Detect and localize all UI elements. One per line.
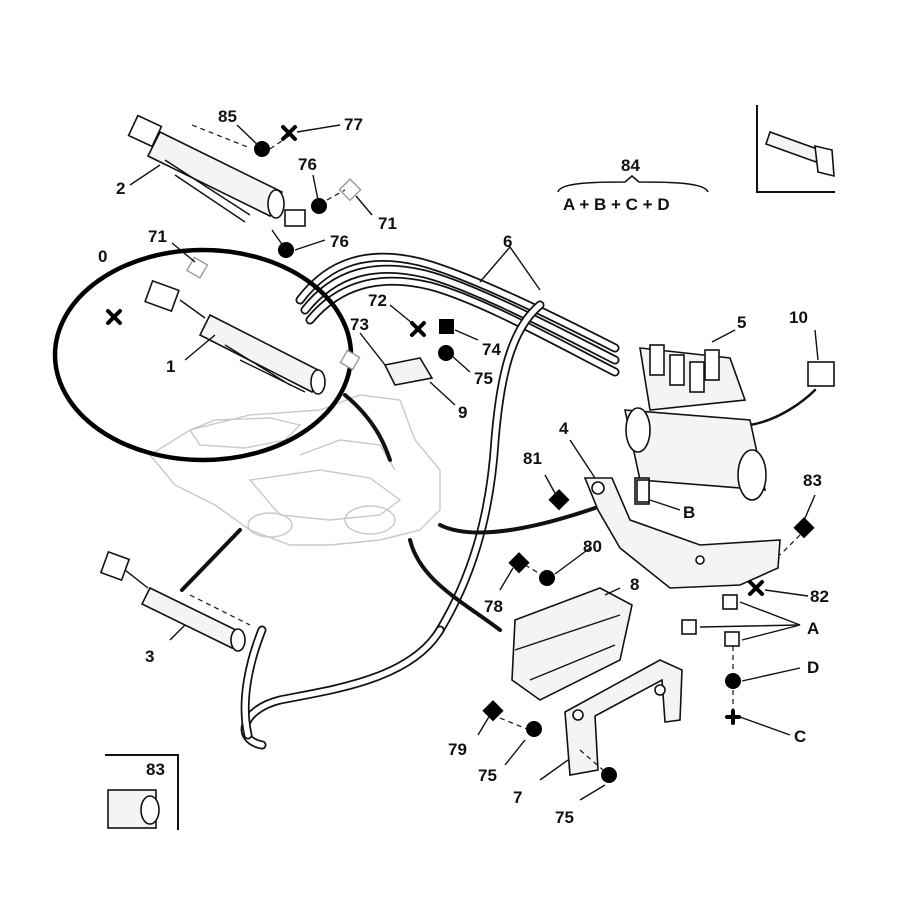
symbol-crosses xyxy=(106,125,764,725)
callout-81: 81 xyxy=(523,449,542,468)
callout-75-lower-left: 75 xyxy=(478,766,497,785)
cylinder-1 xyxy=(144,279,326,395)
callout-84: 84 xyxy=(621,156,640,175)
callout-A: A xyxy=(807,619,819,638)
symbol-dots xyxy=(254,141,741,783)
callout-3: 3 xyxy=(145,647,154,666)
callout-83-right: 83 xyxy=(803,471,822,490)
inset-bolt-top-right xyxy=(756,105,835,193)
callout-83-inset: 83 xyxy=(146,760,165,779)
callout-76-top: 76 xyxy=(298,155,317,174)
callout-72: 72 xyxy=(368,291,387,310)
callout-1: 1 xyxy=(166,357,175,376)
stud-B xyxy=(636,479,650,503)
pump-unit-5 xyxy=(623,344,767,501)
callout-D: D xyxy=(807,658,819,677)
electrical-wires xyxy=(180,388,817,632)
fasteners-A xyxy=(681,594,740,647)
callout-80: 80 xyxy=(583,537,602,556)
callout-B: B xyxy=(683,503,695,522)
bracket-9 xyxy=(383,357,434,386)
car-body-outline xyxy=(148,394,441,546)
cylinder-2 xyxy=(127,114,306,227)
connector-10 xyxy=(807,361,835,387)
callout-77: 77 xyxy=(344,115,363,134)
callout-73: 73 xyxy=(350,315,369,334)
callout-79: 79 xyxy=(448,740,467,759)
control-module-8 xyxy=(511,587,633,701)
callout-C: C xyxy=(794,727,806,746)
callout-78: 78 xyxy=(484,597,503,616)
brace-84 xyxy=(557,174,709,193)
callout-5: 5 xyxy=(737,313,746,332)
callout-75-upper: 75 xyxy=(474,369,493,388)
symbol-hollow-squares xyxy=(185,178,362,371)
callout-9: 9 xyxy=(458,403,467,422)
callout-10: 10 xyxy=(789,308,808,327)
bracket-7 xyxy=(564,659,683,776)
callout-8: 8 xyxy=(630,575,639,594)
callout-74: 74 xyxy=(482,340,501,359)
callout-0-cut: 0 xyxy=(98,247,107,266)
callout-75-bottom: 75 xyxy=(555,808,574,827)
callout-71-left: 71 xyxy=(148,227,167,246)
callout-82: 82 xyxy=(810,587,829,606)
highlight-circle xyxy=(52,247,354,463)
callout-labels: 85 77 76 71 76 2 84 A + B + C + D 71 0 6… xyxy=(98,107,829,827)
callout-4: 4 xyxy=(559,419,569,438)
callout-84-formula: A + B + C + D xyxy=(563,195,670,214)
cylinder-3 xyxy=(99,550,246,652)
callout-71-top: 71 xyxy=(378,214,397,233)
callout-7: 7 xyxy=(513,788,522,807)
callout-76-mid: 76 xyxy=(330,232,349,251)
leader-lines xyxy=(129,124,819,801)
callout-85: 85 xyxy=(218,107,237,126)
hose-bundle-6 xyxy=(240,252,620,750)
inset-nut-bottom-left xyxy=(105,754,179,830)
callout-2: 2 xyxy=(116,179,125,198)
callout-6: 6 xyxy=(503,232,512,251)
